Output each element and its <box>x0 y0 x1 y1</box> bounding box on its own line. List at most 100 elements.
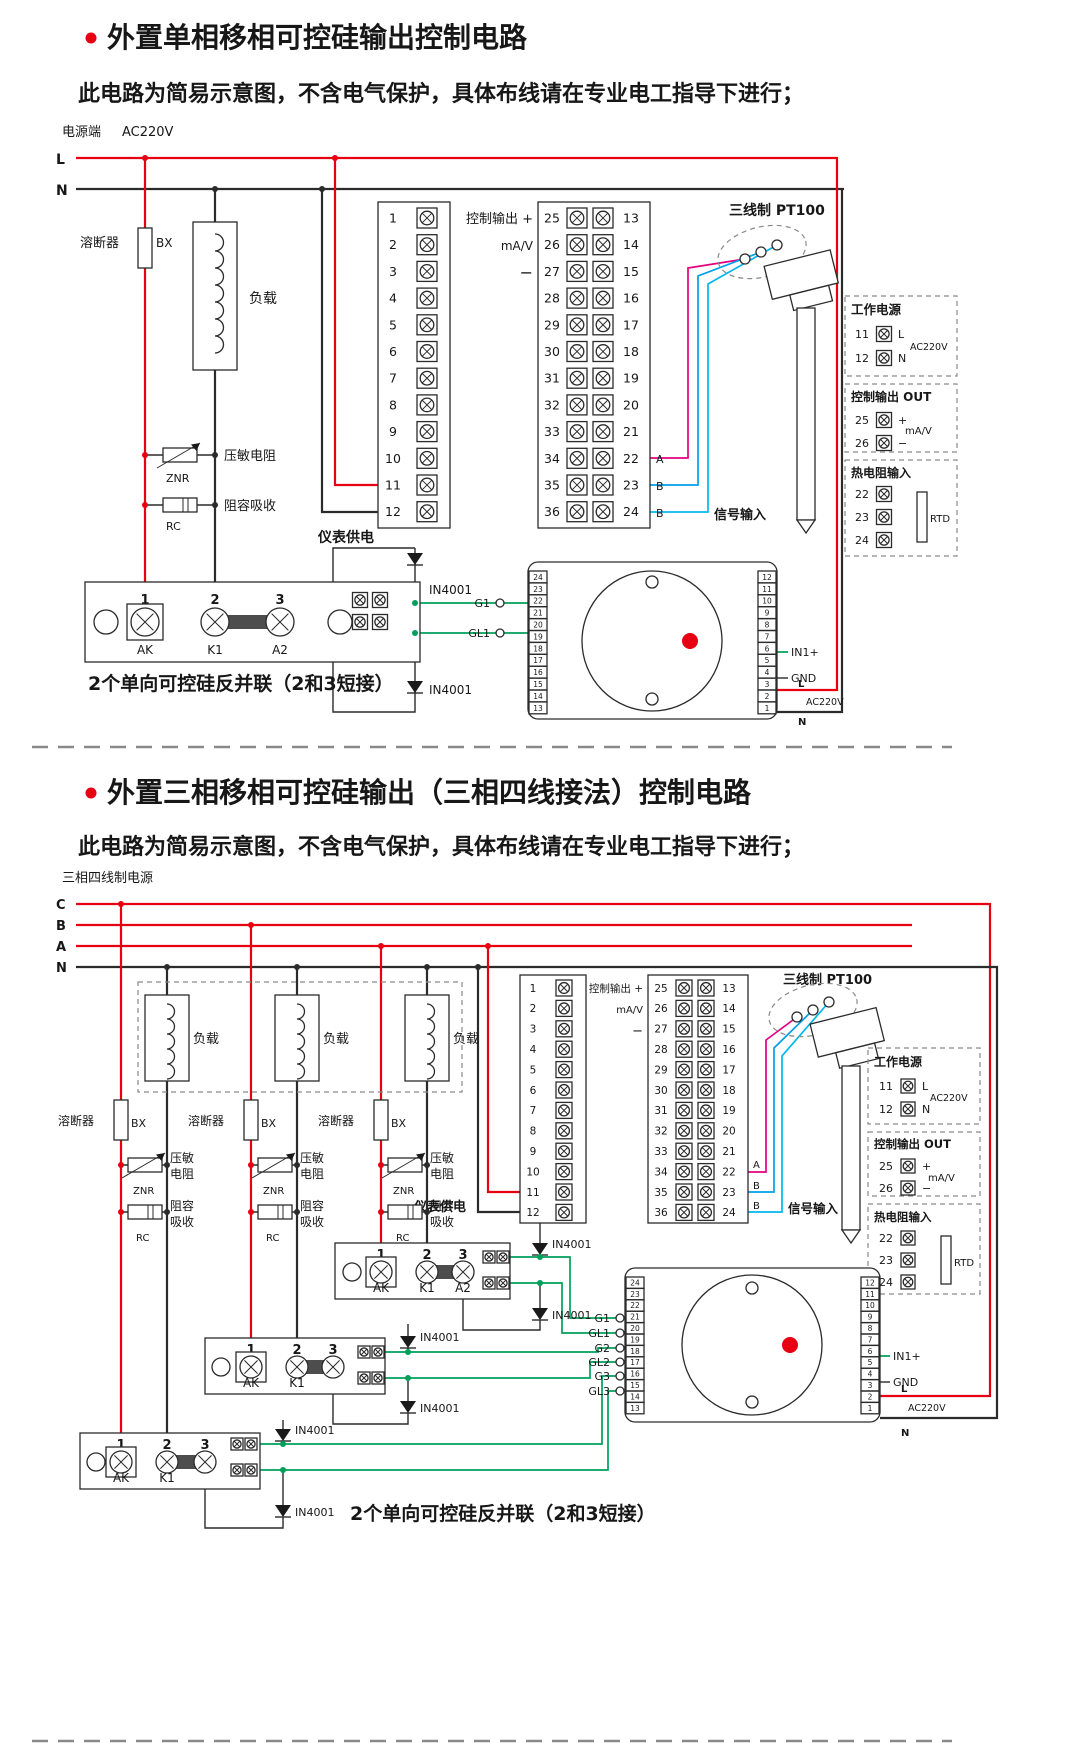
screw-icon <box>285 1355 309 1379</box>
diode-symbol <box>400 1401 416 1414</box>
screw-terminal-icon <box>675 979 693 997</box>
terminal-number: 9 <box>389 424 397 439</box>
gate-label: GL3 <box>588 1385 610 1398</box>
rear-terminal-number: 8 <box>868 1324 873 1333</box>
screw-terminal-icon <box>555 979 573 997</box>
junction-dot <box>142 502 148 508</box>
panel-terminal-letter: L <box>922 1080 929 1093</box>
wire-instrument-N2 <box>476 967 520 1214</box>
ssr-caption: 2个单向可控硅反并联（2和3短接） <box>88 672 394 695</box>
screw-terminal-icon <box>566 340 588 363</box>
fuse-code-3: BX <box>391 1117 407 1130</box>
diode-label: IN4001 <box>552 1309 591 1322</box>
rear-terminal-number: 1 <box>868 1404 873 1413</box>
rear-terminal-cell <box>528 701 548 715</box>
screw-terminal-icon <box>592 394 614 416</box>
ctrl-out-label: 控制输出 + <box>466 211 533 227</box>
sig-letter-b1: B <box>656 480 664 493</box>
rear-terminal-cell <box>860 1401 880 1415</box>
screw-terminal-icon <box>675 1060 693 1079</box>
screw-terminal-icon <box>592 340 614 363</box>
junction-dot <box>412 600 418 606</box>
screw-terminal-icon <box>566 394 588 416</box>
screw-terminal-icon <box>675 1101 693 1120</box>
short-bar-2-3 <box>215 615 280 629</box>
generated-symbols-1 <box>156 233 423 694</box>
wire-signal-b22 <box>748 1001 830 1213</box>
terminal-number: 30 <box>544 344 560 359</box>
rear-terminal-number: 22 <box>630 1301 640 1310</box>
diode-symbol <box>407 681 423 694</box>
terminal-strip-left <box>377 201 451 529</box>
screw-icon <box>130 607 160 637</box>
screw-terminal-icon <box>697 979 715 997</box>
panel-terminal-number: 12 <box>879 1103 893 1116</box>
wire-diode-top <box>332 547 415 582</box>
junction-dot <box>212 502 218 508</box>
ssr-terminal-name: K1 <box>419 1281 435 1295</box>
mav-label-2: mA/V <box>616 1005 643 1016</box>
rear-terminal-number: 3 <box>765 680 770 689</box>
ssr-terminal-number: 2 <box>292 1343 301 1358</box>
screw-terminal-icon <box>416 207 438 229</box>
load-box-3 <box>404 994 450 1082</box>
screw-terminal-icon <box>482 1276 496 1290</box>
panel-rtd-title: 热电阻输入 <box>851 465 911 480</box>
ssr-caption-2: 2个单向可控硅反并联（2和3短接） <box>350 1502 656 1525</box>
panel-terminal-number: 12 <box>855 352 869 365</box>
rear-terminal-number: 21 <box>630 1313 640 1322</box>
screw-terminal-icon <box>566 501 588 523</box>
panel-terminal-number: 11 <box>855 328 869 341</box>
terminal-number: 6 <box>389 344 397 359</box>
znr-l2: 电阻 <box>430 1167 454 1181</box>
screw-terminal-icon <box>416 234 438 256</box>
terminal-number: 29 <box>654 1064 667 1076</box>
gate-node <box>615 1328 625 1338</box>
load-label-2: 负载 <box>323 1032 349 1047</box>
screw-terminal-icon <box>566 260 588 283</box>
ssr-terminal-number: 3 <box>200 1438 209 1453</box>
diode-label: IN4001 <box>429 583 472 597</box>
junction-dot <box>537 1280 543 1286</box>
ssr-terminal-name: K1 <box>289 1376 305 1390</box>
pt100-label-2: 三线制 PT100 <box>783 972 872 988</box>
panel-terminal-letter: − <box>922 1182 931 1195</box>
section-single-phase: 外置单相移相可控硅输出控制电路 此电路为简易示意图，不含电气保护，具体布线请在专… <box>56 21 958 728</box>
junction-dot <box>485 943 491 949</box>
terminal-number: 24 <box>623 504 639 519</box>
rear-terminal-number: 4 <box>765 668 770 677</box>
rtd-symbol <box>916 491 928 543</box>
terminal-strip-right <box>537 201 651 529</box>
rear-terminal-cell <box>625 1401 645 1415</box>
screw-terminal-icon <box>555 1081 573 1099</box>
znr-code: ZNR <box>393 1186 414 1197</box>
screw-terminal-icon <box>592 447 614 469</box>
terminal-number: 22 <box>722 1166 735 1178</box>
terminal-number: 14 <box>722 1003 736 1015</box>
gate-node <box>615 1371 625 1381</box>
gate-node <box>615 1357 625 1367</box>
wire-g2 <box>383 1347 616 1353</box>
terminal-number: 5 <box>389 317 397 332</box>
diode-symbol <box>275 1429 291 1442</box>
terminal-number: 7 <box>389 371 397 386</box>
screw-terminal-icon <box>371 591 389 609</box>
screw-terminal-icon <box>875 349 893 367</box>
varistor-symbol <box>121 1152 166 1179</box>
screw-terminal-icon <box>697 999 715 1018</box>
junction-dot <box>424 1209 430 1215</box>
screw-icon <box>155 1450 179 1474</box>
load-label: 负载 <box>249 291 277 307</box>
ssr-terminal-number: 2 <box>422 1248 431 1263</box>
screw-terminal-icon <box>900 1078 916 1094</box>
panel-terminal-letter: + <box>898 414 907 427</box>
rear-terminal-number: 19 <box>533 632 543 641</box>
meter-l-label-2: L <box>901 1384 908 1395</box>
meter-supply-label: 仪表供电 <box>317 529 374 546</box>
terminal-number: 35 <box>654 1187 667 1199</box>
terminal-number: 25 <box>654 983 667 995</box>
load-box-1 <box>144 994 190 1082</box>
fuse-code-2: BX <box>261 1117 277 1130</box>
screw-terminal-icon <box>900 1274 916 1290</box>
